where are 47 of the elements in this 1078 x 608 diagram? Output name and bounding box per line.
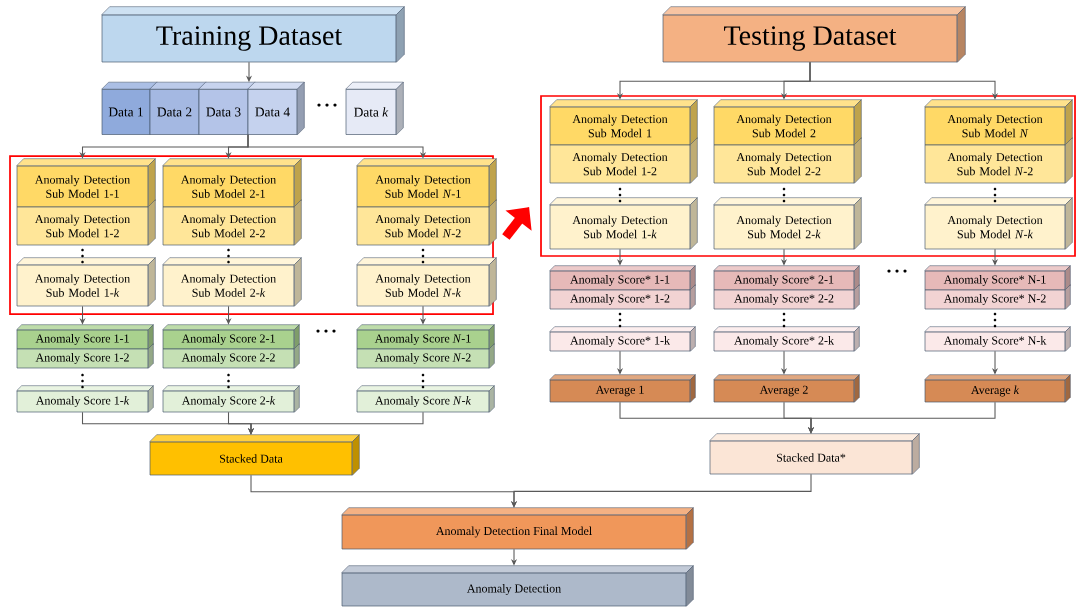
score-block: Anomaly Score N-k [356,385,495,413]
result-block: Anomaly Detection [341,565,694,607]
score-block: Anomaly Score* N-k [924,326,1071,352]
model-block: Anomaly Detection Sub Model 2-2 [162,199,302,246]
score-block: Anomaly Score 2-1 [162,324,300,350]
data-block: Data k [345,81,404,136]
final-model-block: Anomaly Detection Final Model [341,507,694,550]
score-block: Anomaly Score* N-1 [924,265,1071,291]
dataset-block: Training Dataset [101,6,405,63]
score-block: Anomaly Score* 2-1 [713,265,860,291]
data-block: Data 1 [101,81,158,135]
score-block: Anomaly Score 1-k [16,385,154,413]
data-block: Data 2 [149,81,207,135]
highlight-frame [9,155,494,315]
dataset-block: Testing Dataset [662,6,966,63]
data-block: Data 3 [198,81,256,135]
highlight-frame [540,95,1076,257]
data-block: Data 4 [247,81,305,136]
average-block: Average 1 [549,374,696,403]
stacked-data-block: Stacked Data [149,434,360,476]
model-block: Anomaly Detection Sub Model 1-k [549,197,698,250]
model-block: Anomaly Detection Sub Model 1 [549,99,698,146]
model-block: Anomaly Detection Sub Model 1-k [16,257,156,307]
model-block: Anomaly Detection Sub Model N-k [356,257,497,307]
model-block: Anomaly Detection Sub Model 2-k [713,197,862,250]
score-block: Anomaly Score* 2-k [713,326,860,352]
score-block: Anomaly Score 1-1 [16,324,154,350]
model-block: Anomaly Detection Sub Model 2-1 [162,158,302,208]
average-block: Average 2 [713,374,860,403]
model-block: Anomaly Detection Sub Model 1-1 [16,158,156,208]
model-block: Anomaly Detection Sub Model N [924,99,1073,146]
score-block: Anomaly Score N-1 [356,324,495,350]
model-block: Anomaly Detection Sub Model N-2 [924,137,1073,184]
stacked-data-block: Stacked Data* [709,433,920,475]
model-block: Anomaly Detection Sub Model 2-k [162,257,302,307]
arrow [502,207,532,240]
score-block: Anomaly Score 2-k [162,385,300,413]
score-block: Anomaly Score* 1-1 [549,265,696,291]
model-block: Anomaly Detection Sub Model 2-2 [713,137,862,184]
model-block: Anomaly Detection Sub Model N-1 [356,158,497,208]
average-block: Average k [924,374,1071,403]
model-block: Anomaly Detection Sub Model N-2 [356,199,497,246]
score-block: Anomaly Score* 1-k [549,326,696,352]
model-block: Anomaly Detection Sub Model 1-2 [549,137,698,184]
model-block: Anomaly Detection Sub Model 2 [713,99,862,146]
model-block: Anomaly Detection Sub Model N-k [924,197,1073,250]
model-block: Anomaly Detection Sub Model 1-2 [16,199,156,246]
